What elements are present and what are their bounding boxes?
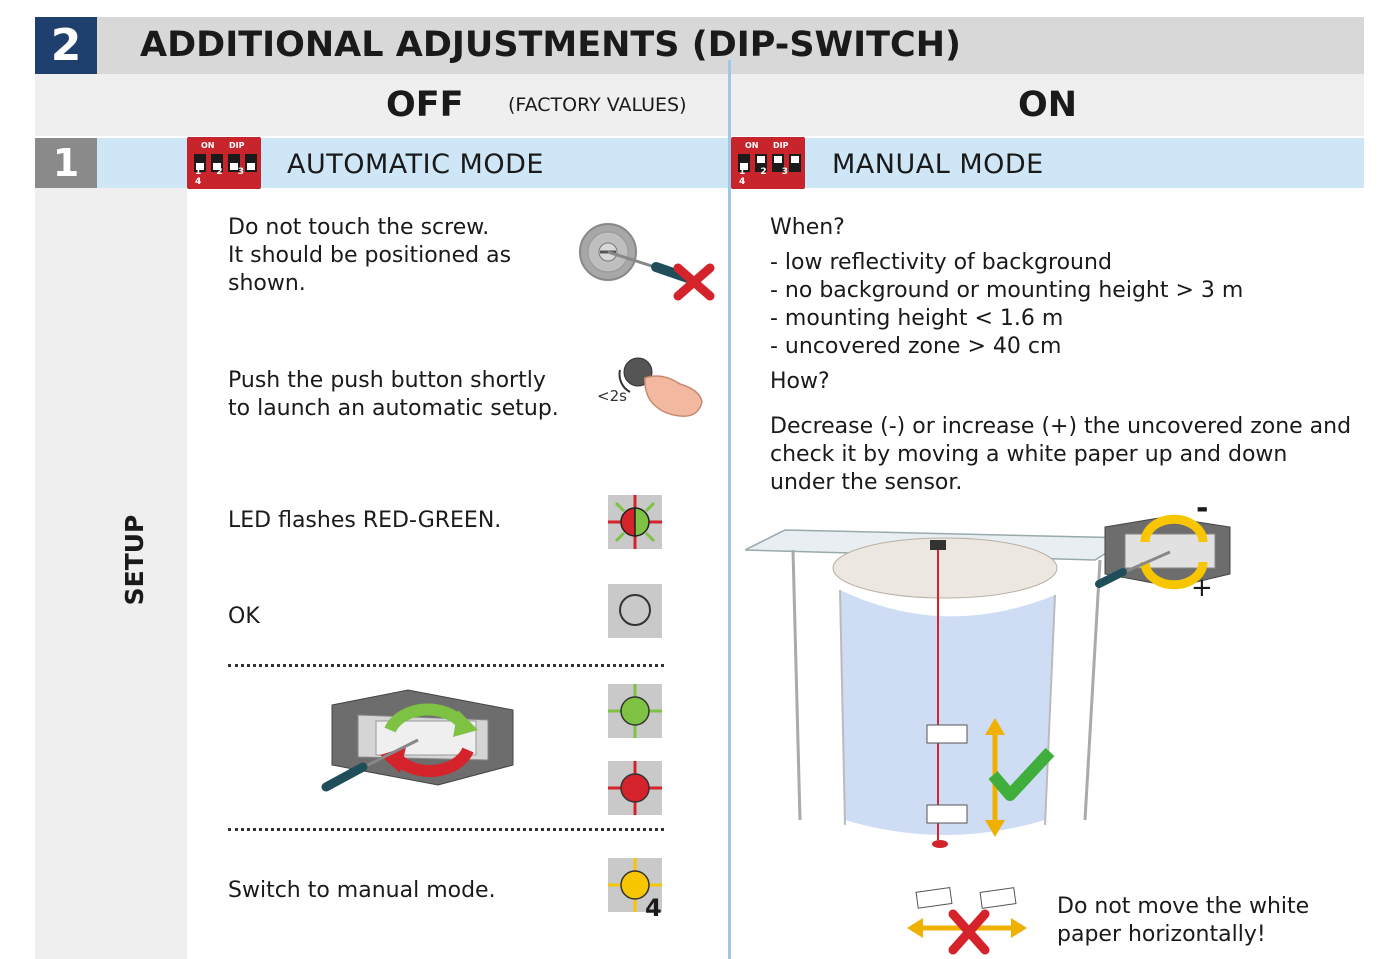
manual-mode-title: MANUAL MODE — [832, 149, 1044, 180]
off-label: OFF — [386, 85, 464, 125]
minus-label: - — [1196, 491, 1209, 526]
section-number: 2 — [35, 17, 97, 74]
on-label: ON — [1018, 85, 1078, 125]
how-instructions: Decrease (-) or increase (+) the uncover… — [770, 413, 1351, 497]
factory-values-label: (FACTORY VALUES) — [508, 94, 687, 116]
no-horizontal-move-icon — [907, 887, 1027, 955]
led-green-icon — [608, 684, 662, 738]
dip-dip-label: DIP — [773, 141, 789, 150]
step1-line1: Do not touch the screw. — [228, 215, 490, 240]
dotted-divider-2 — [228, 828, 664, 831]
dip-numbers: 1 2 3 4 — [739, 167, 795, 187]
column-separator — [728, 60, 731, 959]
how-label: How? — [770, 369, 830, 394]
warning-line1: Do not move the white — [1057, 894, 1310, 919]
dotted-divider-1 — [228, 664, 664, 667]
led-red-icon — [608, 761, 662, 815]
side-column — [35, 188, 187, 959]
led-off-icon — [608, 584, 662, 638]
dip-dip-label: DIP — [229, 141, 245, 150]
step5-text: Switch to manual mode. — [228, 878, 496, 903]
condition-item: - no background or mounting height > 3 m — [770, 278, 1244, 303]
step2-line2: to launch an automatic setup. — [228, 396, 559, 421]
step4-text: OK — [228, 604, 260, 629]
step2-text: Push the push button shortly to launch a… — [228, 367, 559, 423]
how-line: Decrease (-) or increase (+) the uncover… — [770, 414, 1352, 439]
dip-switch-off-icon: ON DIP 1 2 3 4 — [187, 137, 261, 189]
dip-switch-on-icon: ON DIP 1 2 3 4 — [731, 137, 805, 189]
automatic-mode-title: AUTOMATIC MODE — [287, 149, 544, 180]
step1-line3: shown. — [228, 271, 306, 296]
how-line: check it by moving a white paper up and … — [770, 442, 1288, 467]
dip-on-label: ON — [201, 141, 215, 150]
header-band — [35, 17, 1364, 74]
led-red-green-icon — [608, 495, 662, 549]
setup-label: SETUP — [120, 514, 149, 606]
warning-line2: paper horizontally! — [1057, 922, 1266, 947]
led-yellow-icon — [608, 858, 662, 912]
revolving-door-illustration — [745, 529, 1133, 848]
mode-number: 1 — [35, 138, 97, 188]
dip-numbers: 1 2 3 4 — [195, 167, 251, 187]
condition-item: - uncovered zone > 40 cm — [770, 334, 1062, 359]
how-line: under the sensor. — [770, 470, 963, 495]
condition-item: - low reflectivity of background — [770, 250, 1112, 275]
timer-label: <2s — [597, 387, 627, 405]
step1-text: Do not touch the screw. It should be pos… — [228, 214, 511, 298]
push-button-hand-icon — [618, 357, 703, 417]
dip-on-label: ON — [745, 141, 759, 150]
step2-line1: Push the push button shortly — [228, 368, 546, 393]
page-title: ADDITIONAL ADJUSTMENTS (DIP-SWITCH) — [140, 25, 962, 65]
condition-item: - mounting height < 1.6 m — [770, 306, 1064, 331]
step1-line2: It should be positioned as — [228, 243, 512, 268]
sensor-range-adjust-icon — [1095, 514, 1231, 590]
conditions-list: - low reflectivity of background - no ba… — [770, 249, 1243, 361]
step3-text: LED flashes RED-GREEN. — [228, 508, 502, 533]
plus-label: + — [1191, 573, 1213, 603]
off-on-band — [35, 74, 1364, 136]
warning-text: Do not move the white paper horizontally… — [1057, 893, 1309, 949]
sensor-adjust-icon — [321, 689, 514, 792]
dip-number-label: 4 — [645, 894, 662, 922]
when-label: When? — [770, 215, 845, 240]
screw-do-not-touch-icon — [579, 223, 715, 301]
